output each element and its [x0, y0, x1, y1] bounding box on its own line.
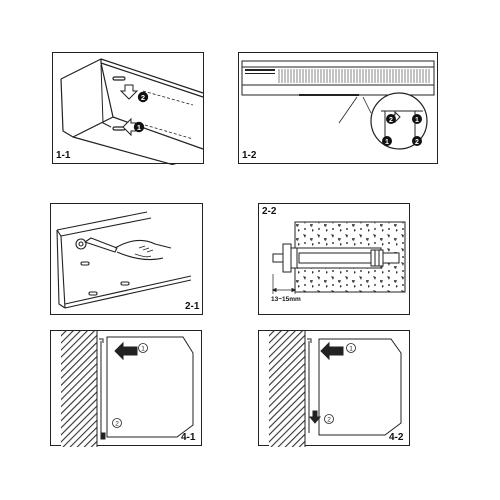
step-marker-1: 1	[349, 346, 353, 353]
unit-side-removal-illustration: 2 1	[60, 58, 204, 165]
svg-text:1: 1	[385, 139, 389, 146]
panel-4-2: 1 2 4-2	[258, 330, 410, 447]
step-marker-2: 2	[327, 417, 331, 424]
arrow-down-icon	[119, 84, 139, 100]
panel-label: 4-2	[389, 432, 404, 443]
svg-text:1: 1	[137, 123, 141, 132]
anchor-bolt-concrete-illustration	[271, 221, 406, 294]
svg-text:2: 2	[415, 139, 419, 146]
step-marker-2: 2	[137, 91, 149, 103]
svg-text:2: 2	[141, 93, 145, 102]
dimension-label: 13~15mm	[271, 296, 301, 303]
panel-1-1: 2 1 1-1	[52, 52, 204, 165]
step-marker-2: 2	[386, 114, 396, 124]
step-marker-1: 1	[141, 346, 145, 353]
panel-label: 1-1	[56, 150, 71, 161]
step-marker-2: 2	[115, 421, 119, 428]
panel-2-2: 2-2 13~15mm	[258, 203, 410, 315]
wall-mount-illustration: 1 2	[61, 331, 194, 447]
step-marker-1: 1	[382, 136, 392, 146]
svg-text:2: 2	[389, 117, 393, 124]
step-marker-1: 1	[133, 121, 145, 133]
panel-2-1: 2-1	[50, 203, 203, 315]
panel-label: 2-1	[185, 301, 200, 312]
step-marker-2: 2	[412, 136, 422, 146]
bracket-wrench-illustration	[56, 211, 192, 309]
panel-label: 4-1	[181, 432, 196, 443]
panel-4-1: 1 2 4-1	[50, 330, 202, 447]
step-marker-1: 1	[412, 114, 422, 124]
panel-label: 1-2	[242, 150, 257, 161]
arrow-left-icon	[114, 341, 138, 361]
svg-text:1: 1	[415, 117, 419, 124]
panel-label: 2-2	[262, 206, 277, 217]
arrow-down-icon	[308, 410, 322, 424]
wall-hang-illustration: 1 2	[269, 331, 402, 447]
arrow-left-icon	[320, 341, 344, 361]
panel-1-2: 2 1 1 2 1-2	[238, 52, 438, 164]
unit-front-view-illustration: 2 1 1 2	[241, 60, 435, 150]
